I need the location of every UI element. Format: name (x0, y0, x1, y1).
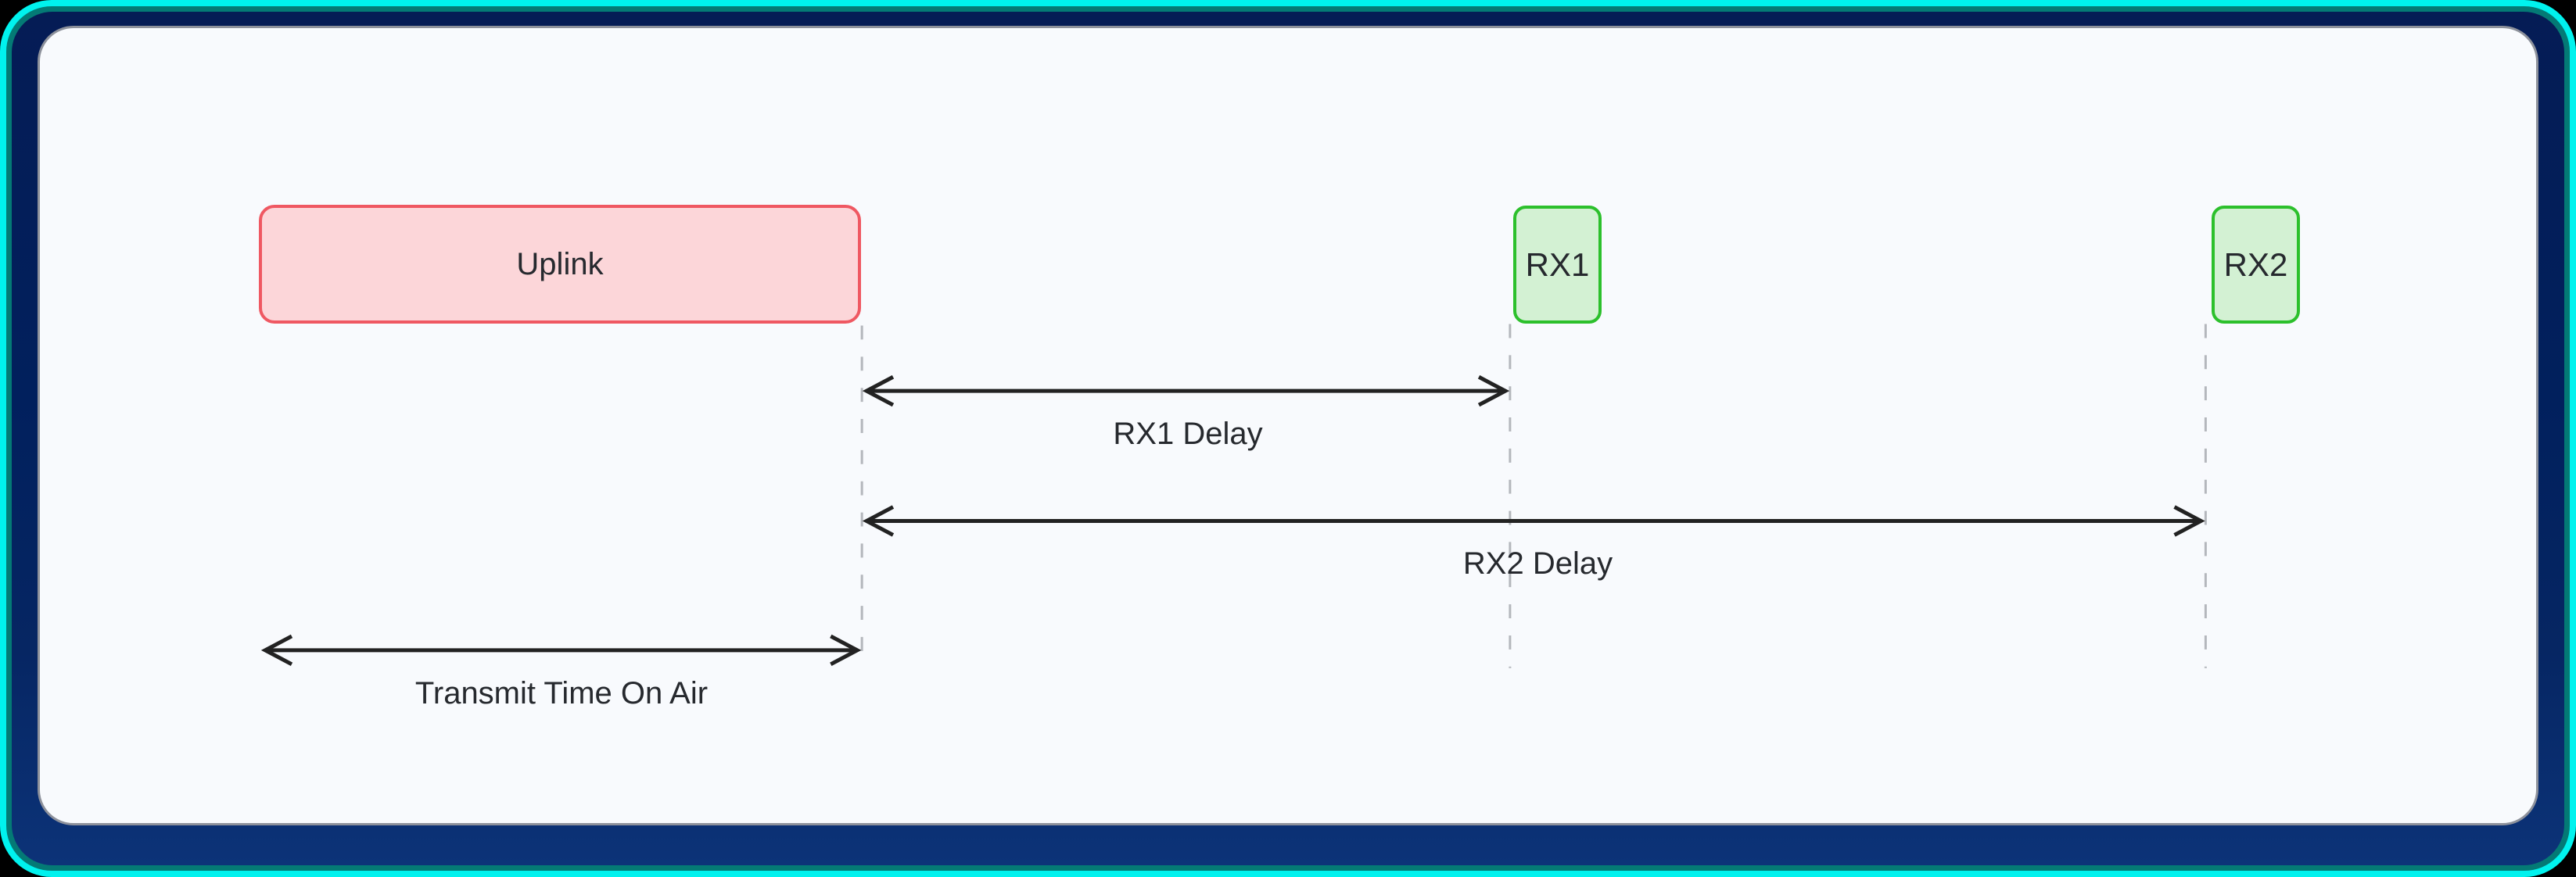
transmit-time-on-air-arrow (260, 634, 862, 667)
diagram-lines-layer (260, 324, 2207, 668)
rx1-delay-arrow (862, 375, 1510, 407)
node-uplink-label: Uplink (516, 246, 604, 281)
arrowhead-left-icon (862, 375, 895, 407)
arrowhead-right-icon (830, 634, 862, 667)
diagram-canvas: Uplink RX1 RX2 RX1 Delay RX2 Delay Trans… (38, 26, 2538, 825)
node-rx1-label: RX1 (1525, 245, 1590, 283)
node-uplink: Uplink (259, 205, 861, 324)
node-rx1: RX1 (1513, 206, 1602, 324)
arrowhead-left-icon (260, 634, 293, 667)
arrowhead-left-icon (862, 505, 895, 537)
node-rx2: RX2 (2212, 206, 2300, 324)
rx1-delay-label: RX1 Delay (1113, 417, 1263, 451)
rx2-delay-label: RX2 Delay (1462, 546, 1613, 581)
node-rx2-label: RX2 (2223, 245, 2288, 283)
timing-diagram: Uplink RX1 RX2 RX1 Delay RX2 Delay Trans… (40, 28, 2536, 823)
arrowhead-right-icon (2173, 505, 2205, 537)
transmit-time-on-air-label: Transmit Time On Air (414, 676, 709, 711)
arrowhead-right-icon (1477, 375, 1510, 407)
rx2-delay-arrow (862, 505, 2205, 537)
